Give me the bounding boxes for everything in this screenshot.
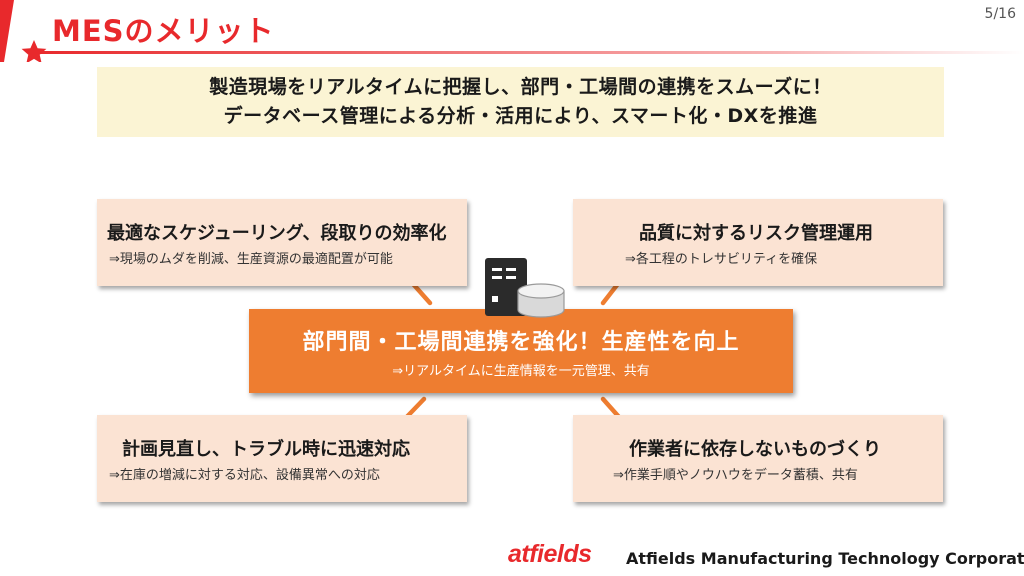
benefit-box-quality: 品質に対するリスク管理運用 ⇒各工程のトレサビリティを確保	[573, 199, 943, 286]
center-subtitle: ⇒リアルタイムに生産情報を一元管理、共有	[392, 363, 650, 379]
center-message-box: 部門間・工場間連携を強化！生産性を向上 ⇒リアルタイムに生産情報を一元管理、共有	[249, 309, 793, 393]
banner-line-2: データベース管理による分析・活用により、スマート化・DXを推進	[223, 105, 818, 127]
summary-banner: 製造現場をリアルタイムに把握し、部門・工場間の連携をスムーズに！ データベース管…	[97, 67, 944, 137]
logo-text: atfields	[508, 541, 592, 567]
center-title: 部門間・工場間連携を強化！生産性を向上	[302, 329, 740, 355]
page-title: MESのメリット	[52, 14, 275, 48]
star-icon	[21, 40, 47, 62]
benefit-box-knowhow: 作業者に依存しないものづくり ⇒作業手順やノウハウをデータ蓄積、共有	[573, 415, 943, 502]
benefit-title: 計画見直し、トラブル時に迅速対応	[122, 438, 410, 460]
page-number: 5/16	[984, 6, 1016, 22]
banner-line-1: 製造現場をリアルタイムに把握し、部門・工場間の連携をスムーズに！	[209, 76, 832, 98]
server-database-icon	[485, 258, 565, 318]
header-decoration	[0, 0, 1024, 62]
benefit-title: 最適なスケジューリング、段取りの効率化	[107, 222, 447, 244]
atfields-logo: atfields	[508, 540, 620, 571]
benefit-subtitle: ⇒在庫の増減に対する対応、設備異常への対応	[109, 467, 380, 483]
company-name: Atfields Manufacturing Technology Corpor…	[626, 549, 1024, 568]
benefit-title: 品質に対するリスク管理運用	[639, 222, 873, 244]
benefit-subtitle: ⇒各工程のトレサビリティを確保	[625, 251, 818, 267]
benefit-subtitle: ⇒現場のムダを削減、生産資源の最適配置が可能	[109, 251, 393, 267]
benefit-title: 作業者に依存しないものづくり	[629, 438, 881, 460]
benefit-box-scheduling: 最適なスケジューリング、段取りの効率化 ⇒現場のムダを削減、生産資源の最適配置が…	[97, 199, 467, 286]
benefit-box-trouble-response: 計画見直し、トラブル時に迅速対応 ⇒在庫の増減に対する対応、設備異常への対応	[97, 415, 467, 502]
benefit-subtitle: ⇒作業手順やノウハウをデータ蓄積、共有	[613, 467, 858, 483]
